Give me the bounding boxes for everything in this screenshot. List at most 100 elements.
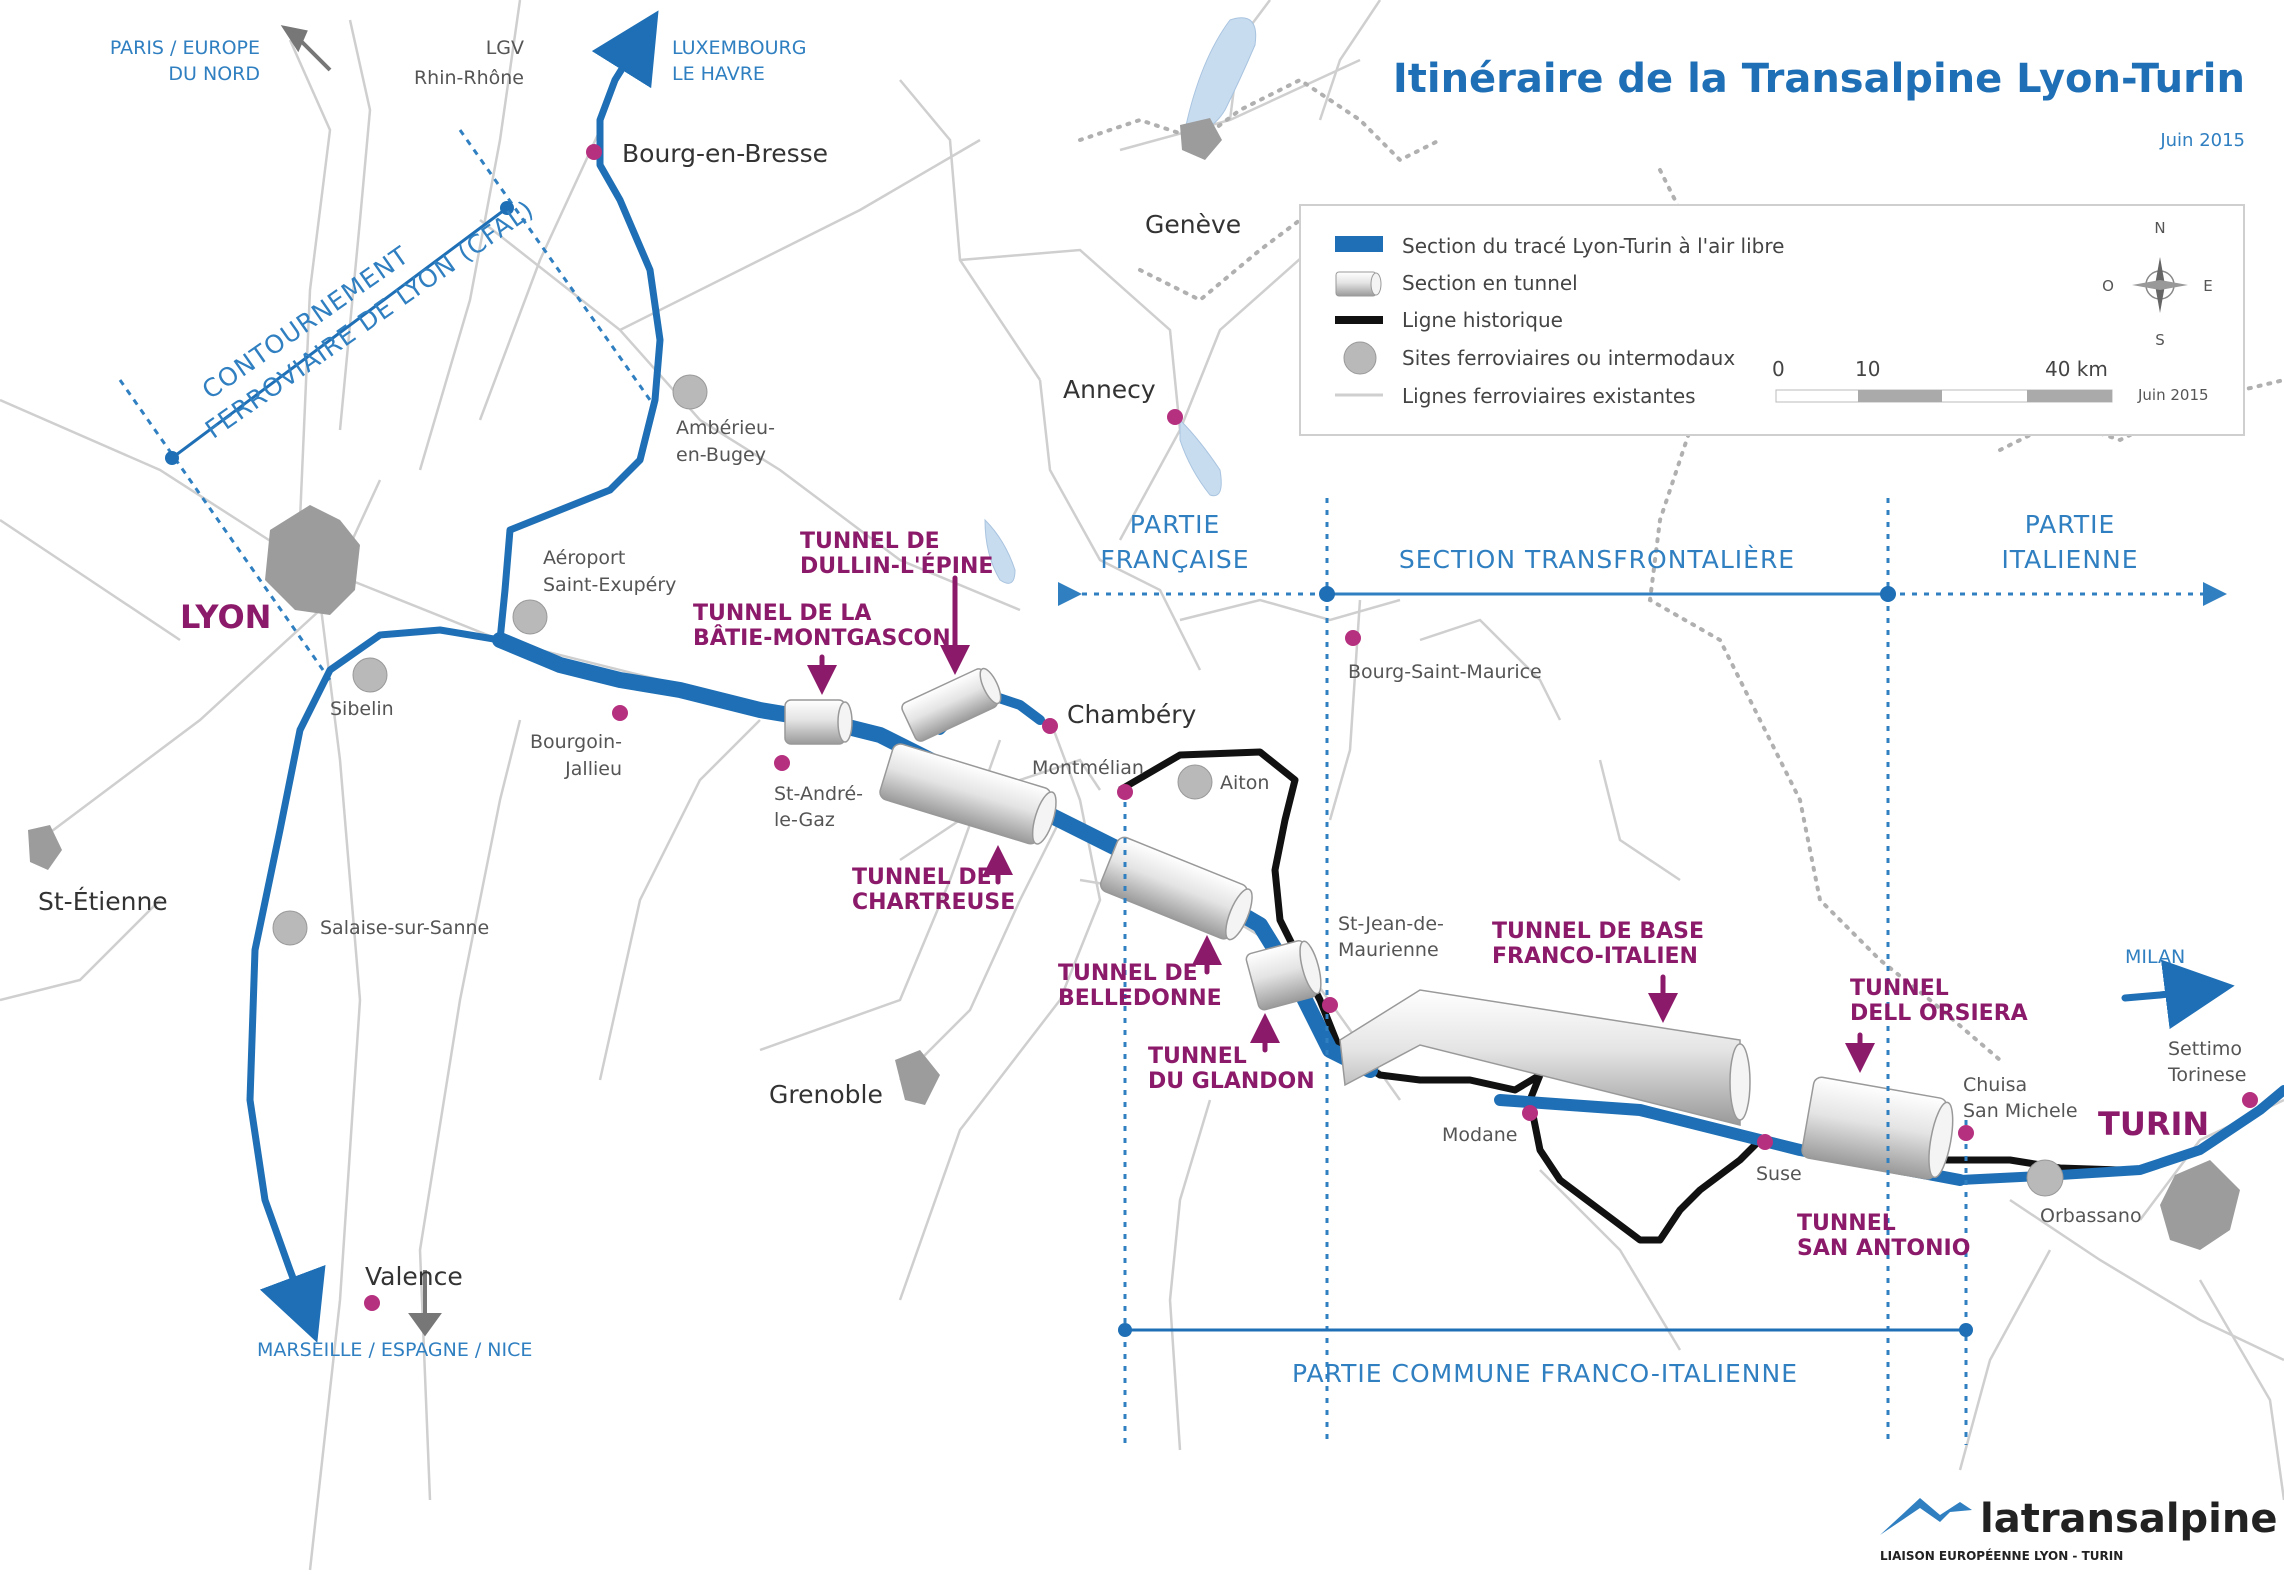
city-annecy: Annecy <box>1063 375 1156 404</box>
section-fr-1: PARTIE <box>1130 510 1221 539</box>
compass-s: S <box>2155 331 2165 349</box>
pin-suse <box>1757 1134 1773 1150</box>
compass-w: O <box>2102 277 2114 295</box>
pin-bourgoin <box>612 705 628 721</box>
city-lgv-1: LGV <box>486 37 524 59</box>
tunnel-chartreuse-shape <box>879 743 1057 845</box>
site-aiton <box>1177 764 1213 800</box>
site-aeroport <box>512 599 548 635</box>
legend-swatch-site <box>1343 341 1377 375</box>
tunnels <box>784 667 1954 1180</box>
cfal-boundaries <box>118 129 652 681</box>
city-standre-1: St-André- <box>774 783 863 805</box>
city-lyon: LYON <box>180 598 271 636</box>
legend-swatch-historic <box>1335 316 1383 324</box>
city-bourgoin-2: Jallieu <box>564 758 622 780</box>
city-suse: Suse <box>1756 1163 1802 1185</box>
city-aiton: Aiton <box>1220 772 1269 794</box>
section-node-fr <box>1319 586 1335 602</box>
page-date: Juin 2015 <box>2159 130 2245 151</box>
direction-labels: PARIS / EUROPE DU NORD LUXEMBOURG LE HAV… <box>110 37 2185 1361</box>
site-amberieu <box>672 374 708 410</box>
pin-sjm <box>1322 997 1338 1013</box>
city-amberieu-1: Ambérieu- <box>676 417 775 439</box>
tunnel-belledonne-shape <box>1099 836 1253 941</box>
section-it-1: PARTIE <box>2025 510 2116 539</box>
tunnel-dullin-shape <box>901 667 1002 742</box>
section-labels: PARTIE FRANÇAISE SECTION TRANSFRONTALIÈR… <box>1100 510 2138 1388</box>
section-common: PARTIE COMMUNE FRANCO-ITALIENNE <box>1292 1359 1798 1388</box>
city-aeroport-2: Saint-Exupéry <box>543 574 676 596</box>
pin-valence <box>364 1295 380 1311</box>
section-trans: SECTION TRANSFRONTALIÈRE <box>1399 545 1795 574</box>
legend-site: Sites ferroviaires ou intermodaux <box>1402 346 1735 370</box>
cfal-label-2: FERROVIAIRE DE LYON (CFAL) <box>200 194 539 444</box>
city-lgv-2: Rhin-Rhône <box>414 67 524 89</box>
section-dividers <box>1123 498 1968 1445</box>
label-lux-2: LE HAVRE <box>672 63 765 85</box>
lake-bourget <box>984 518 1016 584</box>
site-sibelin <box>352 657 388 693</box>
legend-swatch-route <box>1335 236 1383 252</box>
compass-n: N <box>2154 219 2165 237</box>
lakes <box>984 17 1257 584</box>
city-orbassano: Orbassano <box>2040 1205 2142 1227</box>
tunnel-base-2: FRANCO-ITALIEN <box>1492 944 1698 969</box>
legend-historic: Ligne historique <box>1402 308 1563 332</box>
pin-chiusa <box>1958 1125 1974 1141</box>
city-sibelin: Sibelin <box>330 698 394 720</box>
city-chiusa-1: Chuisa <box>1963 1074 2027 1096</box>
city-bourg: Bourg-en-Bresse <box>622 139 828 168</box>
site-orbassano <box>2026 1159 2064 1197</box>
city-valence: Valence <box>365 1262 463 1291</box>
label-paris-1: PARIS / EUROPE <box>110 37 260 59</box>
tunnel-batie-shape <box>784 699 853 745</box>
pin-standre <box>774 755 790 771</box>
cfal-axis <box>171 206 508 460</box>
city-montmelian: Montmélian <box>1032 757 1144 779</box>
stetienne-city-area <box>28 825 62 870</box>
tunnel-batie-2: BÂTIE-MONTGASCON <box>693 625 951 651</box>
common-node-right <box>1959 1323 1973 1337</box>
city-bourgoin-1: Bourgoin- <box>530 731 622 753</box>
city-modane: Modane <box>1442 1124 1517 1146</box>
pin-chambery <box>1042 718 1058 734</box>
city-salaise: Salaise-sur-Sanne <box>320 917 489 939</box>
page-title: Itinéraire de la Transalpine Lyon-Turin <box>1393 56 2245 102</box>
logo-name: latransalpine <box>1980 1496 2277 1542</box>
section-fr-2: FRANÇAISE <box>1100 545 1249 574</box>
station-pins <box>364 144 2258 1311</box>
compass-e: E <box>2203 277 2212 295</box>
grenoble-city-area <box>895 1050 940 1105</box>
legend: Section du tracé Lyon-Turin à l'air libr… <box>1299 204 2245 436</box>
tunnel-batie-1: TUNNEL DE LA <box>693 601 871 626</box>
scale-ten: 10 <box>1855 357 1880 381</box>
tunnel-belledonne-1: TUNNEL DE <box>1058 961 1198 986</box>
city-stetienne: St-Étienne <box>38 887 168 916</box>
section-it-2: ITALIENNE <box>2001 545 2138 574</box>
tunnel-labels: TUNNEL DE DULLIN-L'ÉPINE TUNNEL DE LA BÂ… <box>693 529 2028 1261</box>
label-marseille: MARSEILLE / ESPAGNE / NICE <box>257 1339 532 1361</box>
label-milan: MILAN <box>2125 946 2185 968</box>
pin-modane <box>1522 1105 1538 1121</box>
tunnel-orsiera-1: TUNNEL <box>1850 976 1949 1001</box>
scale-forty: 40 km <box>2045 357 2108 381</box>
scale-zero: 0 <box>1772 357 1785 381</box>
city-labels: LYON TURIN Bourg-en-Bresse LGV Rhin-Rhôn… <box>38 37 2246 1291</box>
city-aeroport-1: Aéroport <box>543 547 625 569</box>
legend-tunnel: Section en tunnel <box>1402 271 1578 295</box>
turin-city-area <box>2160 1160 2240 1250</box>
pin-annecy <box>1167 409 1183 425</box>
city-sjm-1: St-Jean-de- <box>1338 913 1444 935</box>
legend-route: Section du tracé Lyon-Turin à l'air libr… <box>1402 234 1784 258</box>
legend-rail: Lignes ferroviaires existantes <box>1402 384 1696 408</box>
tunnel-dullin-1: TUNNEL DE <box>800 529 940 554</box>
cfal-axis-end <box>500 201 514 215</box>
tunnel-glandon-2: DU GLANDON <box>1148 1069 1315 1094</box>
city-settimo-2: Torinese <box>2167 1064 2246 1086</box>
tunnel-glandon-shape <box>1245 940 1322 1011</box>
city-amberieu-2: en-Bugey <box>676 444 766 466</box>
pin-bsm <box>1345 630 1361 646</box>
label-paris-2: DU NORD <box>168 63 260 85</box>
